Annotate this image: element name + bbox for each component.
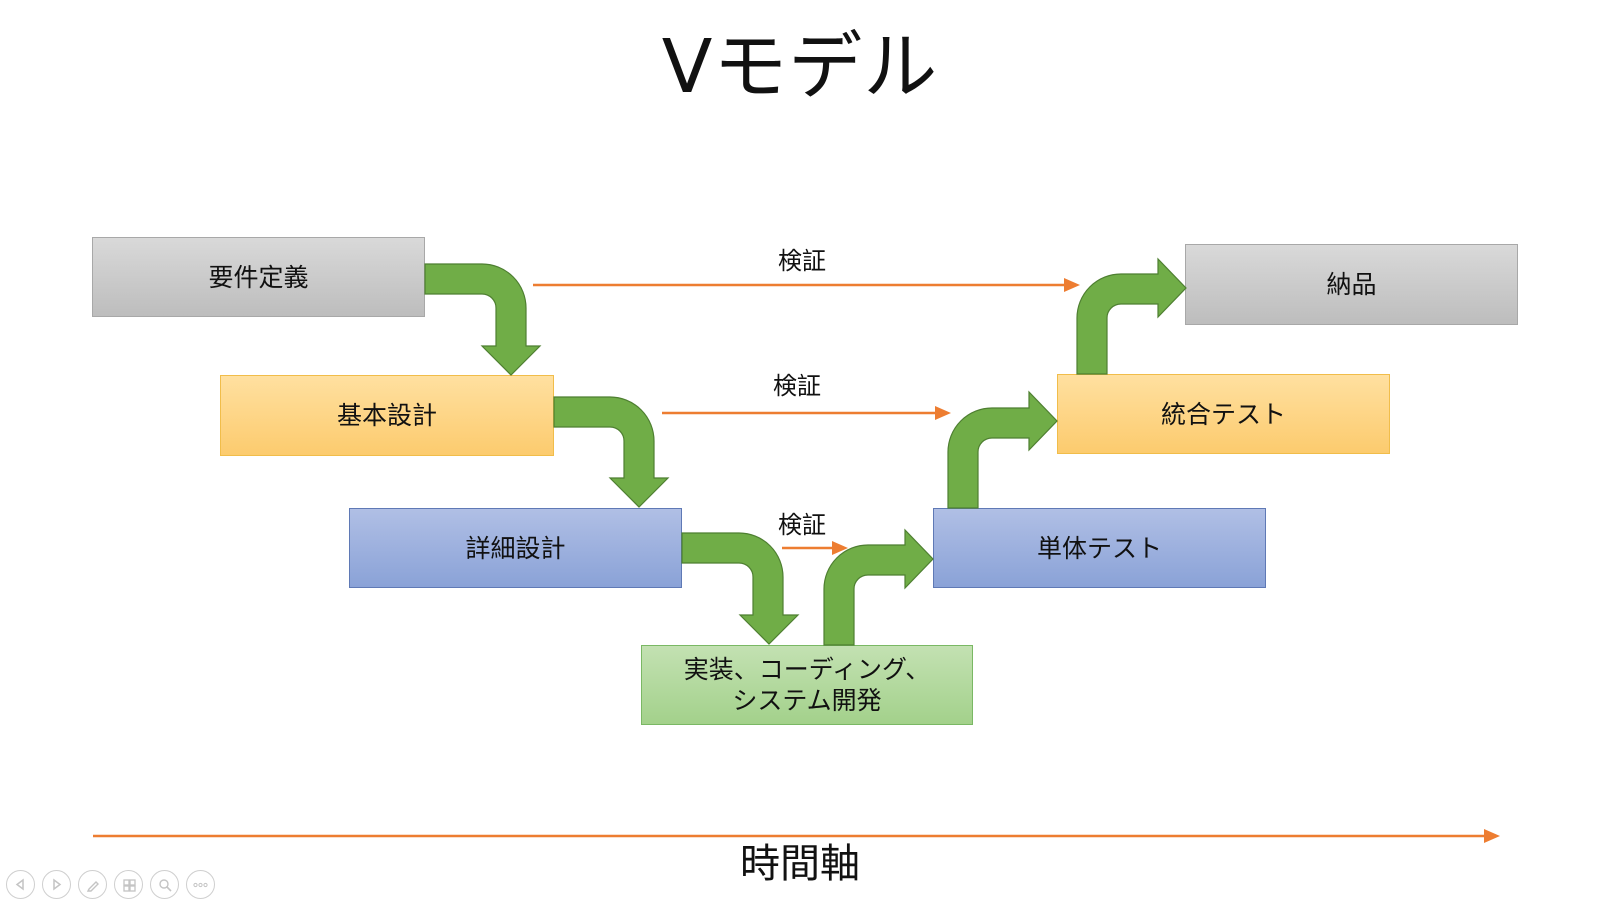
pen-icon[interactable] bbox=[78, 870, 107, 899]
slideshow-toolbar bbox=[6, 870, 215, 899]
flow-arrow-up-3 bbox=[1076, 257, 1187, 375]
flow-arrow-down-2 bbox=[553, 396, 670, 508]
flow-arrow-down-3 bbox=[681, 532, 800, 645]
verify-label-1: 検証 bbox=[778, 247, 826, 275]
requirements-label: 要件定義 bbox=[208, 262, 309, 292]
detailed-design-label: 詳細設計 bbox=[465, 533, 566, 563]
integration-test-label: 統合テスト bbox=[1160, 399, 1286, 429]
implementation-box: 実装、コーディング、 システム開発 bbox=[641, 645, 973, 725]
slides-icon[interactable] bbox=[114, 870, 143, 899]
previous-icon[interactable] bbox=[6, 870, 35, 899]
basic-design-label: 基本設計 bbox=[336, 401, 437, 430]
delivery-label: 納品 bbox=[1326, 270, 1377, 299]
page-title: Vモデル bbox=[661, 24, 939, 110]
integration-test-box: 統合テスト bbox=[1057, 374, 1390, 454]
zoom-icon[interactable] bbox=[150, 870, 179, 899]
time-axis-label: 時間軸 bbox=[740, 841, 860, 887]
next-icon[interactable] bbox=[42, 870, 71, 899]
implementation-label: 実装、コーディング、 システム開発 bbox=[683, 655, 931, 715]
delivery-box: 納品 bbox=[1185, 244, 1518, 325]
requirements-box: 要件定義 bbox=[92, 237, 425, 317]
more-icon[interactable] bbox=[186, 870, 215, 899]
flow-arrow-up-2 bbox=[947, 390, 1058, 509]
unit-test-label: 単体テスト bbox=[1036, 533, 1162, 563]
unit-test-box: 単体テスト bbox=[933, 508, 1266, 588]
verify-label-3: 検証 bbox=[778, 511, 826, 539]
flow-arrow-down-1 bbox=[424, 263, 542, 376]
detailed-design-box: 詳細設計 bbox=[349, 508, 682, 588]
flow-arrow-up-1 bbox=[823, 528, 934, 646]
verify-label-2: 検証 bbox=[773, 372, 821, 400]
